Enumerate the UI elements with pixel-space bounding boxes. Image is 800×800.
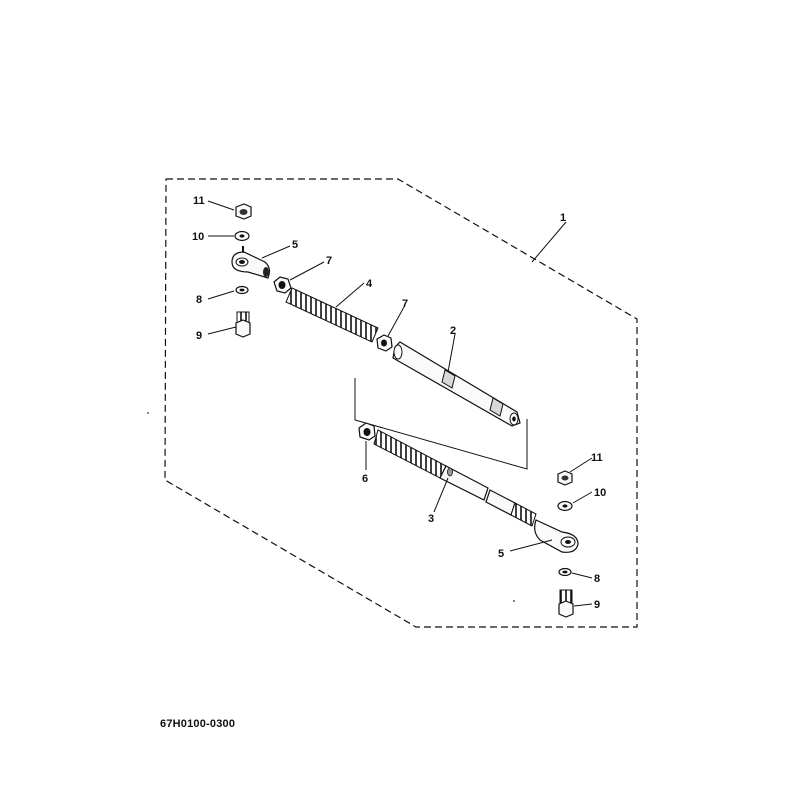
sleeve-2 (392, 341, 521, 427)
speck (513, 600, 515, 602)
callout-2: 2 (450, 325, 456, 337)
nut-11-upper (235, 203, 252, 220)
washer-8-lower (558, 567, 572, 577)
speck (147, 412, 149, 414)
rod-end-5-lower (534, 519, 579, 553)
callout-11-upper: 11 (193, 195, 205, 207)
assembly-boundary (164, 178, 638, 628)
callout-9-lower: 9 (594, 599, 600, 611)
hex-nut-7-upper (273, 276, 292, 294)
hex-nut-7-middle (376, 334, 393, 352)
drawing-code: 67H0100-0300 (160, 718, 236, 730)
bolt-9-lower (558, 589, 574, 618)
reference-plane (354, 378, 528, 470)
bolt-9-upper (235, 311, 251, 338)
callout-7-middle: 7 (402, 298, 408, 310)
callout-9-upper: 9 (196, 330, 202, 342)
callout-1: 1 (560, 212, 566, 224)
nut-11-lower (557, 470, 573, 486)
callout-7-upper: 7 (326, 255, 332, 267)
threaded-rod-4 (285, 287, 379, 343)
washer-8-upper (235, 285, 249, 295)
callout-5-upper: 5 (292, 239, 298, 251)
callout-10-lower: 10 (594, 487, 606, 499)
callout-8-lower: 8 (594, 573, 600, 585)
washer-10-upper (234, 230, 250, 242)
threaded-rod-3 (373, 429, 537, 527)
callout-6: 6 (362, 473, 368, 485)
callout-4: 4 (366, 278, 373, 290)
callout-5-lower: 5 (498, 548, 504, 560)
callout-11-lower: 11 (591, 452, 603, 464)
callout-3: 3 (428, 513, 434, 525)
leader-lines (207, 200, 593, 607)
callout-8-upper: 8 (196, 294, 202, 306)
callout-10-upper: 10 (192, 231, 204, 243)
hex-nut-6 (358, 422, 376, 441)
rod-end-5-upper (231, 246, 271, 279)
washer-10-lower (557, 500, 573, 512)
